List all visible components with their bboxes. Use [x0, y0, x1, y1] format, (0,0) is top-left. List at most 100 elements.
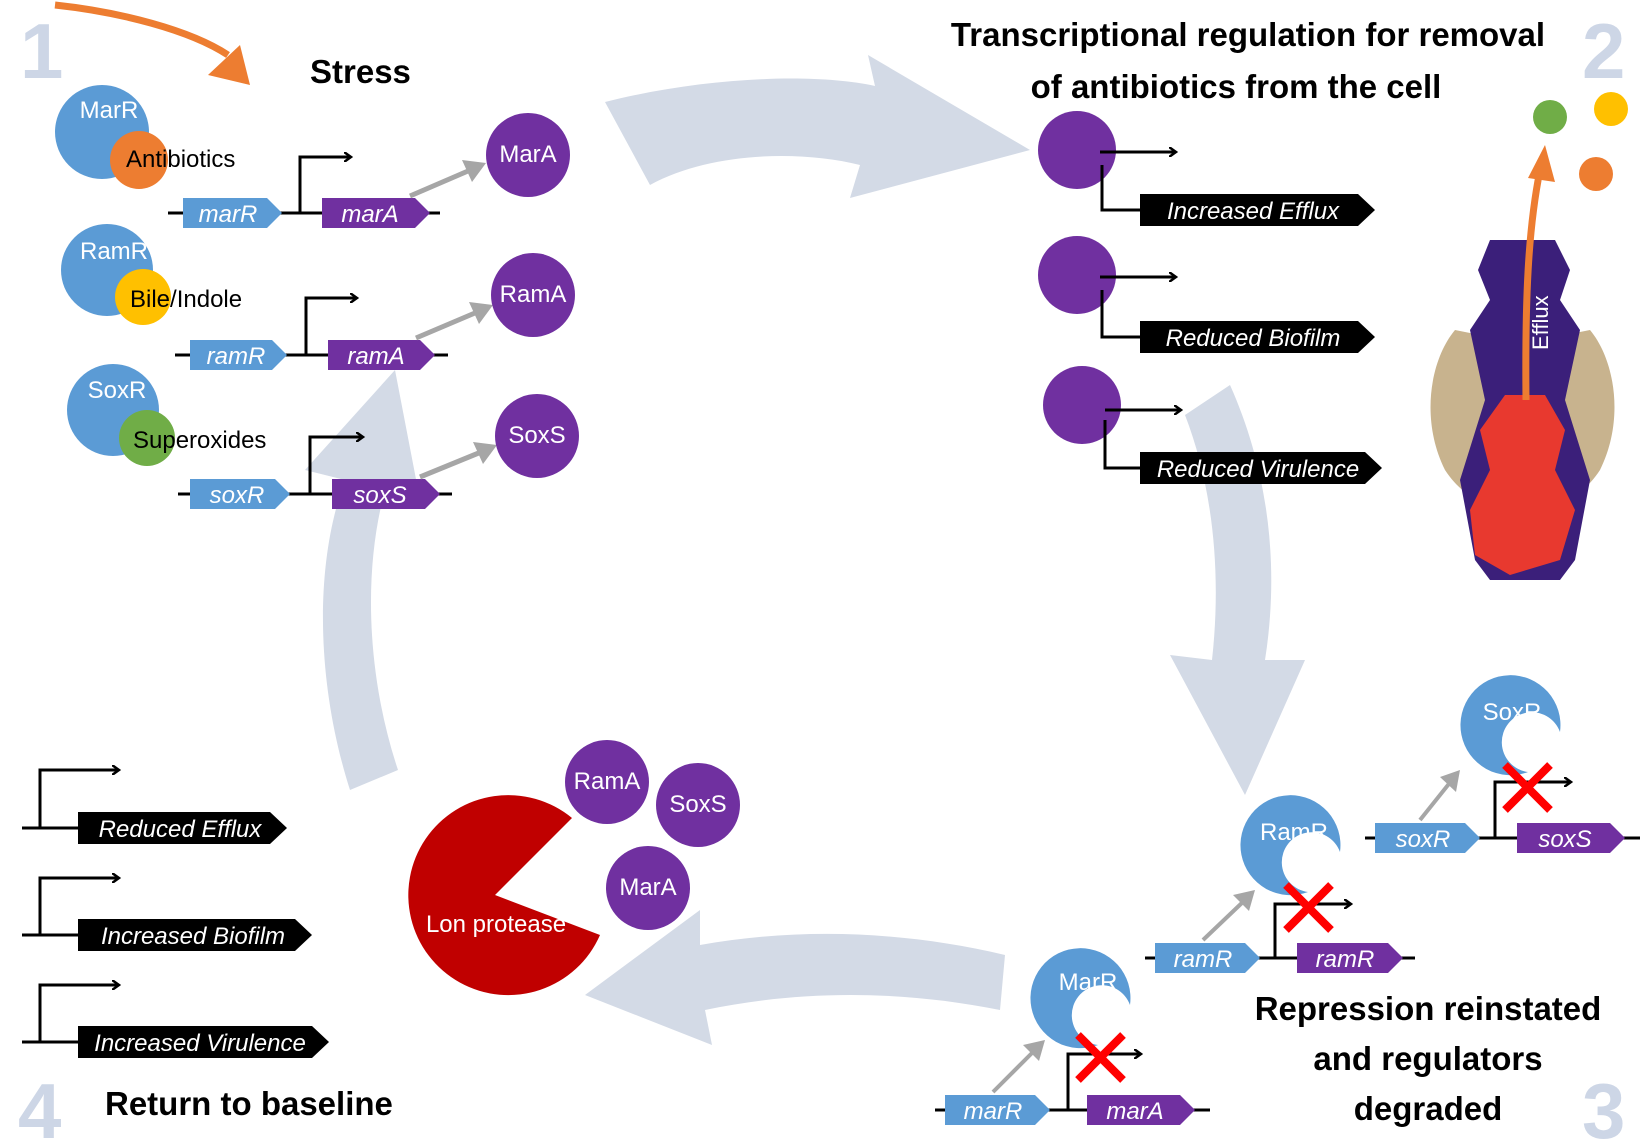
expelled-orange [1579, 157, 1613, 191]
stage-4-title: Return to baseline [105, 1085, 393, 1122]
outcome-tag [78, 812, 287, 844]
expression-arrow-head [1233, 890, 1255, 911]
rama-gene [328, 340, 435, 370]
bile-indole-ligand [115, 269, 171, 325]
soxr-gene [190, 479, 290, 509]
expression-arrow [1418, 778, 1454, 822]
promoter-arrow [38, 878, 118, 935]
sox-promoter-arrow [308, 437, 362, 494]
activator-bound [1038, 111, 1116, 189]
soxr-repressor-bound [1460, 675, 1561, 776]
expression-arrow-head [1023, 1040, 1045, 1061]
marr-gene-label: marR [199, 201, 258, 228]
lon-protease-body [408, 795, 600, 996]
step-number-1: 1 [20, 7, 63, 95]
stress-arrow [54, 1, 230, 58]
outcome-reduced-efflux: Reduced Efflux [22, 770, 287, 844]
marr-gene [945, 1095, 1050, 1125]
outcome-label: Reduced Virulence [1157, 456, 1359, 483]
cycle-arrow-top [605, 55, 1030, 198]
stage-3-title-line-3: degraded [1354, 1090, 1503, 1127]
bile-indole-label: Bile/Indole [130, 286, 242, 313]
mara-gene-label: marA [1106, 1098, 1163, 1125]
outcome-tag [1140, 194, 1375, 226]
outcome-increased-efflux: Increased Efflux [1038, 111, 1375, 226]
promoter-arrow [1493, 782, 1570, 838]
cycle-arrow-left [305, 370, 420, 790]
soxr-label: SoxR [1483, 699, 1542, 726]
ramr-target-gene [1297, 943, 1403, 973]
mara-substrate-label: MarA [619, 874, 676, 901]
mara-gene [1087, 1095, 1195, 1125]
sox-expression-arrow-head [473, 442, 497, 464]
marr-label: MarR [1059, 969, 1118, 996]
expelled-yellow [1594, 92, 1628, 126]
stage-4-baseline: Return to baseline Reduced Efflux Increa… [22, 740, 740, 1122]
promoter-arrow [38, 985, 118, 1042]
soxs-gene-label: soxS [353, 482, 406, 509]
stress-title: Stress [310, 53, 411, 90]
cycle-arrow-right [1170, 385, 1305, 795]
outcome-label: Increased Biofilm [101, 923, 285, 950]
ramr-gene-label: ramR [207, 343, 266, 370]
ramr-gene [190, 340, 287, 370]
outcome-tag [1140, 452, 1382, 484]
antibiotics-label: Antibiotics [126, 146, 235, 173]
ramr-label: RamR [1260, 819, 1328, 846]
sox-module: SoxR Superoxides soxR soxS SoxS [67, 364, 579, 509]
ramr-repression: ramR ramR RamR [1145, 795, 1415, 973]
outcome-reduced-virulence: Reduced Virulence [1043, 366, 1382, 484]
soxs-activator [495, 394, 579, 478]
soxr-gene-label: soxR [1396, 826, 1451, 853]
efflux-label: Efflux [1528, 295, 1553, 350]
mara-substrate [606, 846, 690, 930]
soxs-gene [332, 479, 440, 509]
activator-bound [1038, 236, 1116, 314]
stage-3-title-line-2: and regulators [1313, 1040, 1542, 1077]
repression-cross [1502, 762, 1553, 813]
marr-gene [183, 198, 282, 228]
soxs-label: SoxS [508, 422, 565, 449]
promoter-bracket [1100, 165, 1142, 212]
efflux-arrow-head [1528, 145, 1555, 182]
promoter-arrow [1066, 1054, 1140, 1110]
step-number-3: 3 [1582, 1067, 1625, 1144]
repression-cross [1283, 882, 1334, 933]
ramr-gene-label: ramR [1174, 946, 1233, 973]
soxs-substrate [656, 763, 740, 847]
soxr-label: SoxR [88, 377, 147, 404]
mar-expression-arrow [409, 165, 476, 199]
mara-label: MarA [499, 141, 556, 168]
outcome-tag [78, 1026, 329, 1058]
expression-arrow-head [1440, 770, 1460, 792]
stage-1-stress: Stress MarR Antibiotics marR marA MarA R… [54, 1, 579, 509]
activator-bound [1043, 366, 1121, 444]
marr-label: MarR [80, 97, 139, 124]
rama-gene-label: ramA [347, 343, 404, 370]
lon-protease: Lon protease RamA SoxS MarA [408, 740, 740, 996]
superoxides-ligand [119, 410, 175, 466]
mara-gene-label: marA [341, 201, 398, 228]
outcome-increased-biofilm: Increased Biofilm [22, 878, 312, 951]
outcome-label: Reduced Biofilm [1166, 325, 1341, 352]
soxs-gene [1517, 823, 1625, 853]
ram-promoter-arrow [304, 298, 356, 355]
mar-module: MarR Antibiotics marR marA MarA [55, 85, 570, 228]
cycle-arrows [305, 55, 1305, 1045]
efflux-pump: Efflux [1430, 92, 1628, 580]
outcome-reduced-biofilm: Reduced Biofilm [1038, 236, 1375, 353]
stage-2-title-line-1: Transcriptional regulation for removal [951, 16, 1545, 53]
soxr-gene [1375, 823, 1480, 853]
ram-module: RamR Bile/Indole ramR ramA RamA [61, 224, 575, 370]
outcome-tag [78, 919, 312, 951]
outcome-label: Increased Efflux [1167, 198, 1340, 225]
expression-arrow [1201, 898, 1247, 942]
ram-expression-arrow [415, 307, 483, 341]
mara-activator [486, 113, 570, 197]
efflux-arrow [1522, 169, 1544, 401]
rama-substrate-label: RamA [574, 768, 641, 795]
rama-label: RamA [500, 281, 567, 308]
mar-promoter-arrow [298, 157, 350, 213]
cycle-arrow-bottom [585, 910, 1005, 1045]
